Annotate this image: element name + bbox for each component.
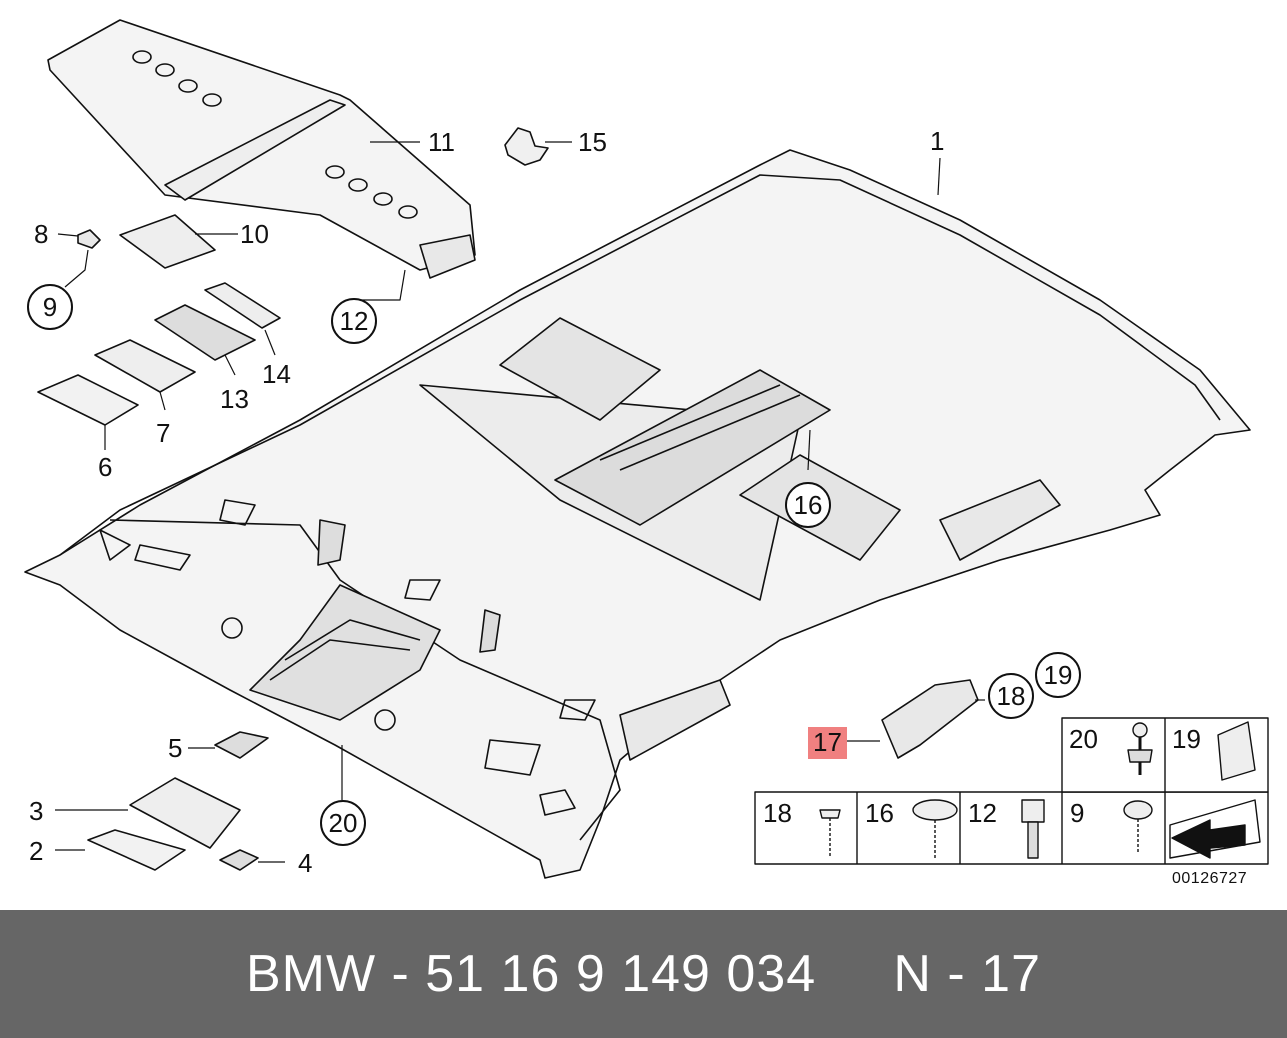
exploded-view-drawing (24, 19, 1269, 879)
callout-20-label: 20 (328, 807, 358, 838)
callout-2: 2 (29, 836, 44, 866)
part-number-footer: BMW - 51 16 9 149 034 N - 17 (0, 910, 1287, 1038)
cover-part-14 (204, 282, 281, 329)
console-part-13 (154, 304, 256, 361)
table-cell-label-12: 12 (968, 798, 997, 828)
parts-diagram: 1 11 15 8 10 14 13 7 6 5 3 2 4 9 12 16 1… (24, 19, 1269, 887)
callout-8: 8 (34, 219, 49, 249)
bracket-part-10 (119, 214, 216, 269)
clip-part-15 (504, 127, 549, 166)
callout-7: 7 (156, 418, 171, 448)
callout-1: 1 (930, 126, 945, 156)
callout-3: 3 (29, 796, 44, 826)
headliner-part (24, 149, 1251, 879)
callout-18-label: 18 (996, 680, 1026, 711)
callout-15: 15 (578, 127, 607, 157)
callout-5: 5 (168, 733, 183, 763)
clip-part-8 (77, 229, 101, 249)
callout-6: 6 (98, 452, 113, 482)
callout-9: 9 (27, 284, 73, 330)
cover-part-6 (37, 374, 139, 426)
callout-20: 20 (320, 800, 366, 846)
callout-13: 13 (220, 384, 249, 414)
roof-panel-part (47, 19, 476, 279)
lamp-part-5 (214, 731, 269, 759)
leader-lines (55, 141, 985, 863)
table-cell-label-9: 9 (1070, 798, 1085, 828)
callout-17-highlighted: 17 (808, 727, 847, 759)
table-cell-label-18: 18 (763, 798, 792, 828)
housing-part-3 (129, 777, 241, 849)
callout-18: 18 (988, 673, 1034, 719)
drawing-code: 00126727 (1172, 870, 1248, 887)
callout-10: 10 (240, 219, 269, 249)
frame-part-7 (94, 339, 196, 393)
callout-19-label: 19 (1043, 659, 1073, 690)
callout-14: 14 (262, 359, 291, 389)
table-cell-label-16: 16 (865, 798, 894, 828)
callout-16: 16 (785, 482, 831, 528)
callout-9-label: 9 (42, 291, 58, 322)
callout-12: 12 (331, 298, 377, 344)
callout-12-label: 12 (339, 305, 369, 336)
grab-handle-part-17 (881, 679, 979, 759)
callout-19: 19 (1035, 652, 1081, 698)
cover-part-2 (87, 829, 186, 871)
table-cell-label-20: 20 (1069, 724, 1098, 754)
table-cell-label-19: 19 (1172, 724, 1201, 754)
part-number-text: BMW - 51 16 9 149 034 N - 17 (245, 945, 1042, 1003)
callout-16-label: 16 (793, 489, 823, 520)
hardware-table (754, 717, 1269, 865)
cap-part-4 (219, 849, 259, 871)
callout-4: 4 (298, 848, 313, 878)
callout-11: 11 (428, 127, 455, 157)
